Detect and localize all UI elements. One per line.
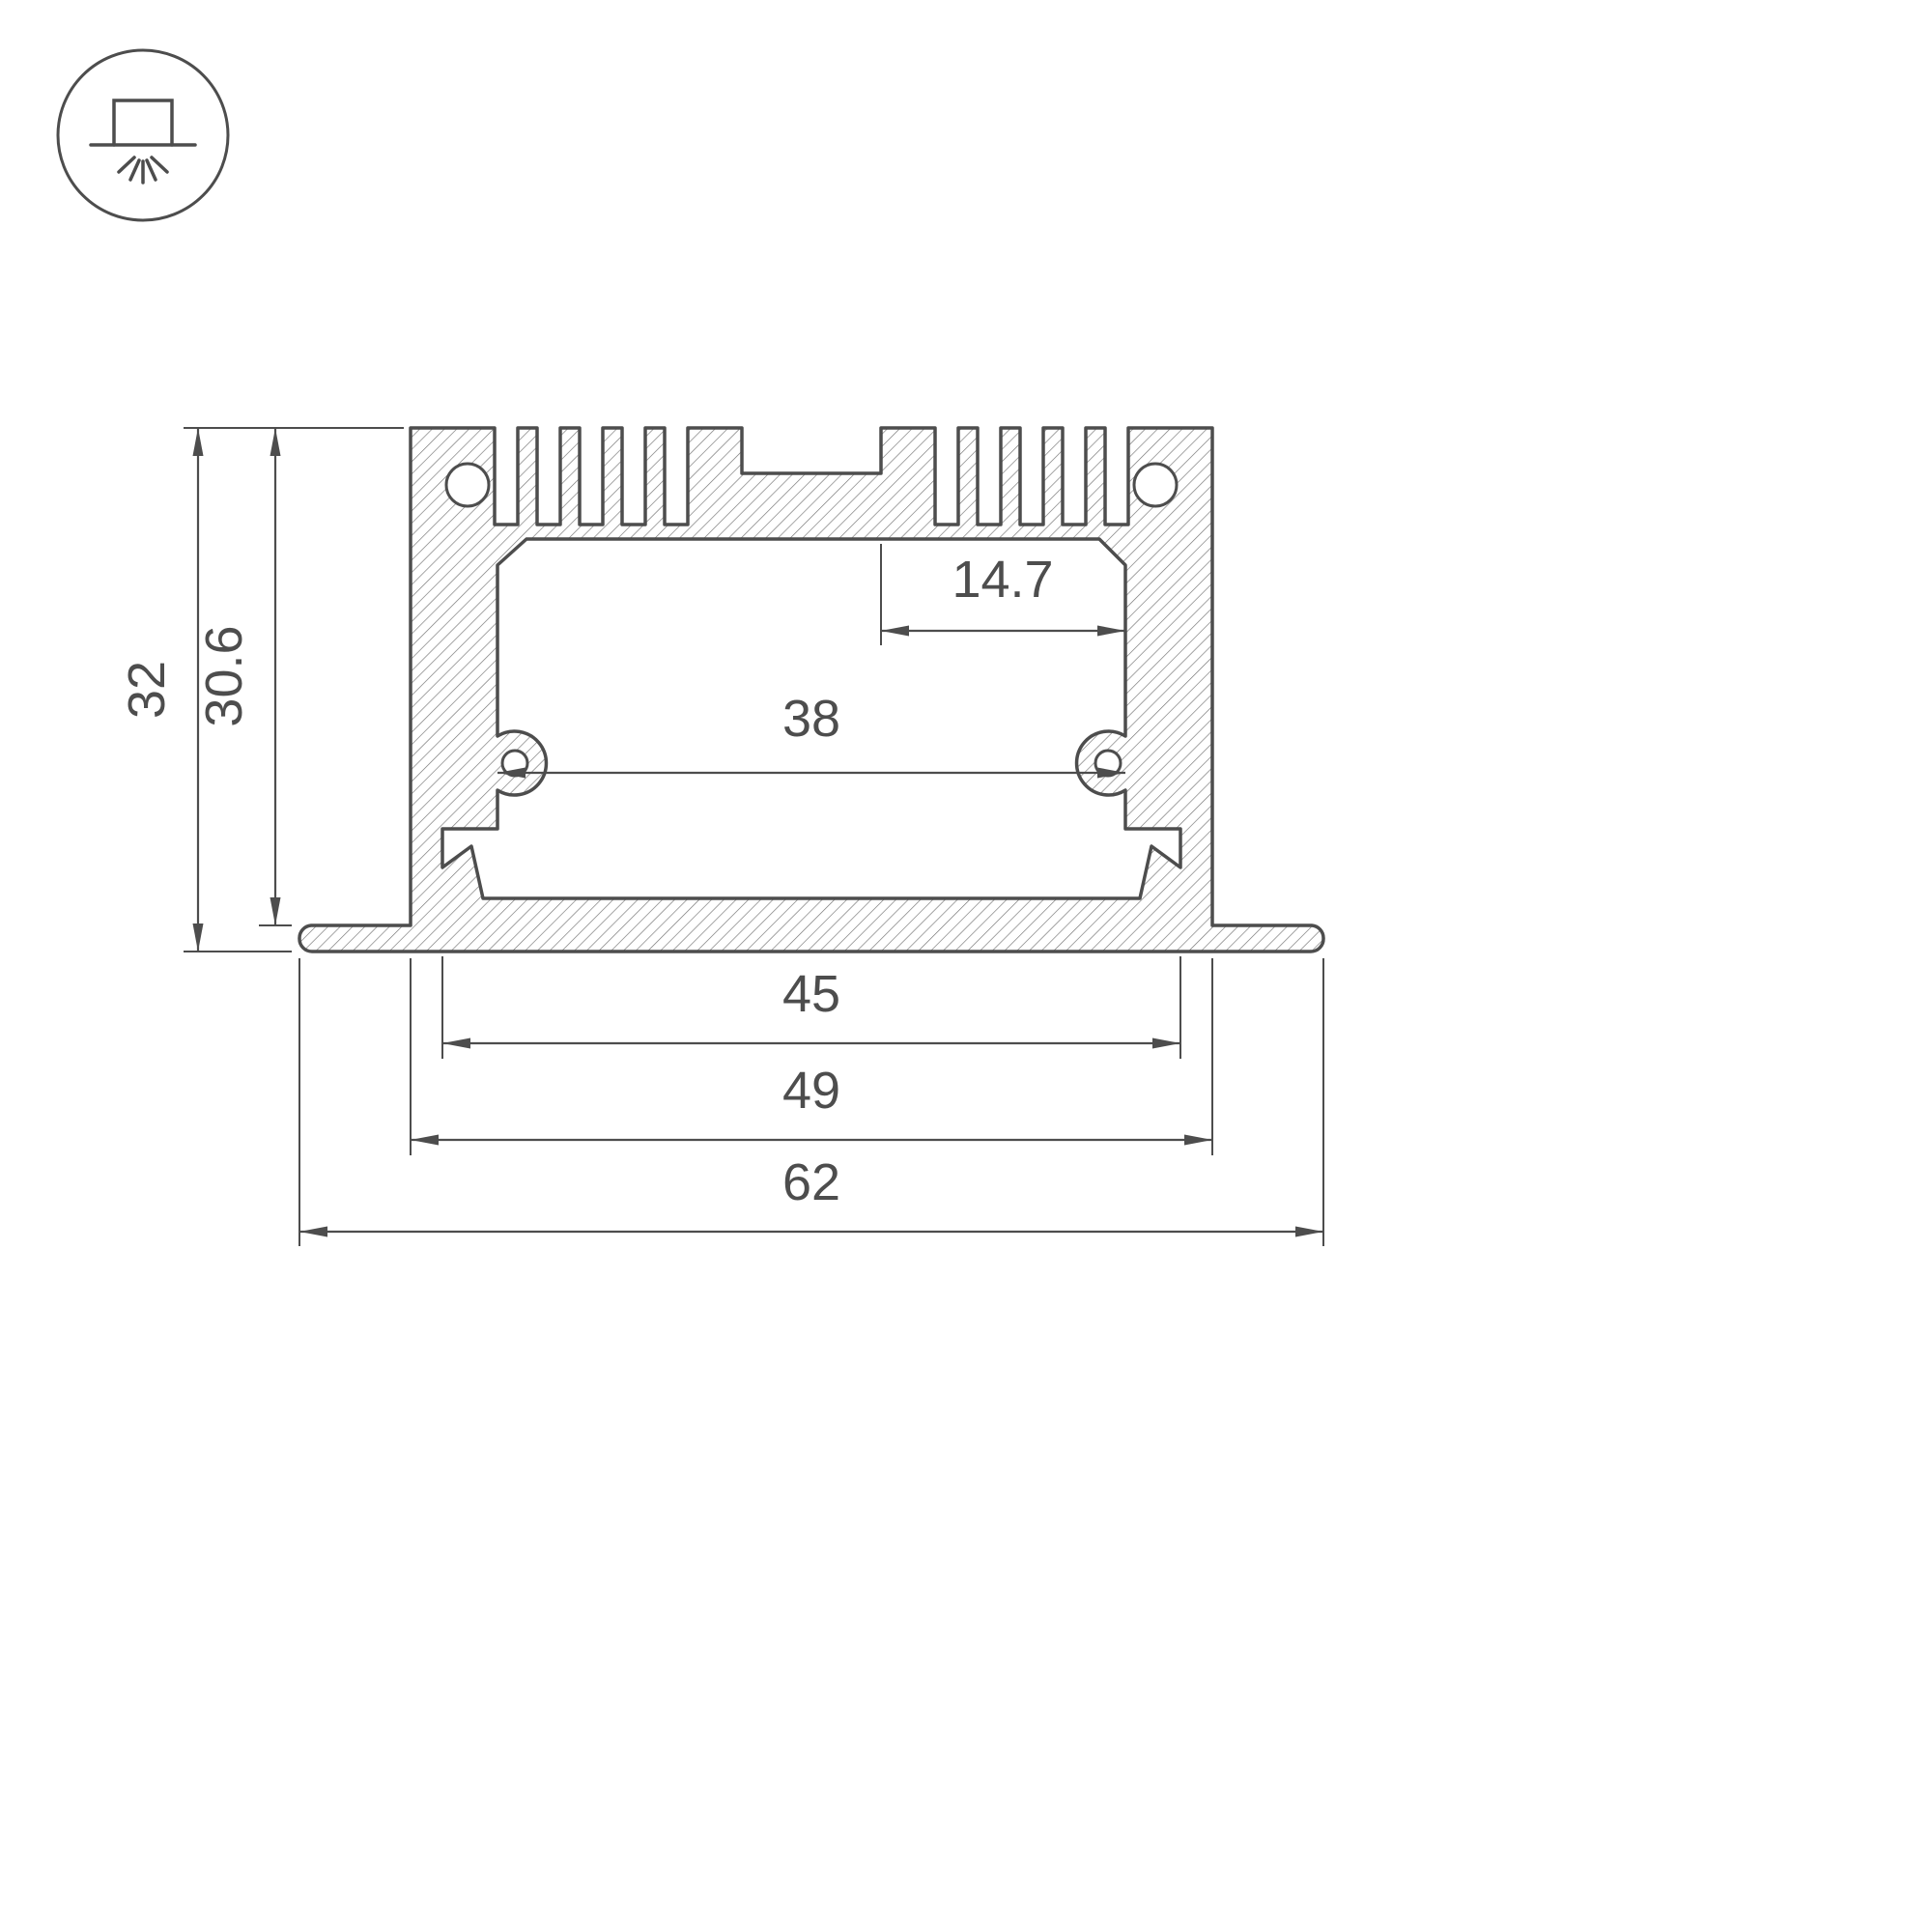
screw-channel-top-right [1132, 462, 1179, 508]
dim-body-width: 49 [410, 958, 1213, 1155]
dimension-label: 38 [782, 690, 840, 748]
dimension-label: 45 [782, 965, 840, 1023]
recessed-mount-light-icon [56, 48, 230, 222]
dimension-label: 14.7 [952, 551, 1053, 609]
dimension-label: 62 [782, 1153, 840, 1211]
profile-body [298, 426, 1325, 953]
dim-mounting-depth: 30.6 [195, 428, 292, 926]
dim-overall-width: 62 [298, 958, 1324, 1246]
icon-circle [56, 48, 230, 222]
screw-channel-top-left [444, 462, 491, 508]
dimension-label: 30.6 [195, 625, 253, 726]
dim-cutout-width: 45 [441, 956, 1181, 1059]
dimension-label: 32 [118, 661, 176, 719]
profile-cross-section [298, 426, 1325, 953]
dim-inner-width: 38 [497, 690, 1125, 779]
dim-overall-height: 32 [118, 427, 404, 952]
icon-fixture-box [112, 99, 174, 147]
dimension-label: 49 [782, 1062, 840, 1120]
icon-light-rays [117, 156, 169, 185]
dim-top-slot: 14.7 [880, 544, 1126, 645]
